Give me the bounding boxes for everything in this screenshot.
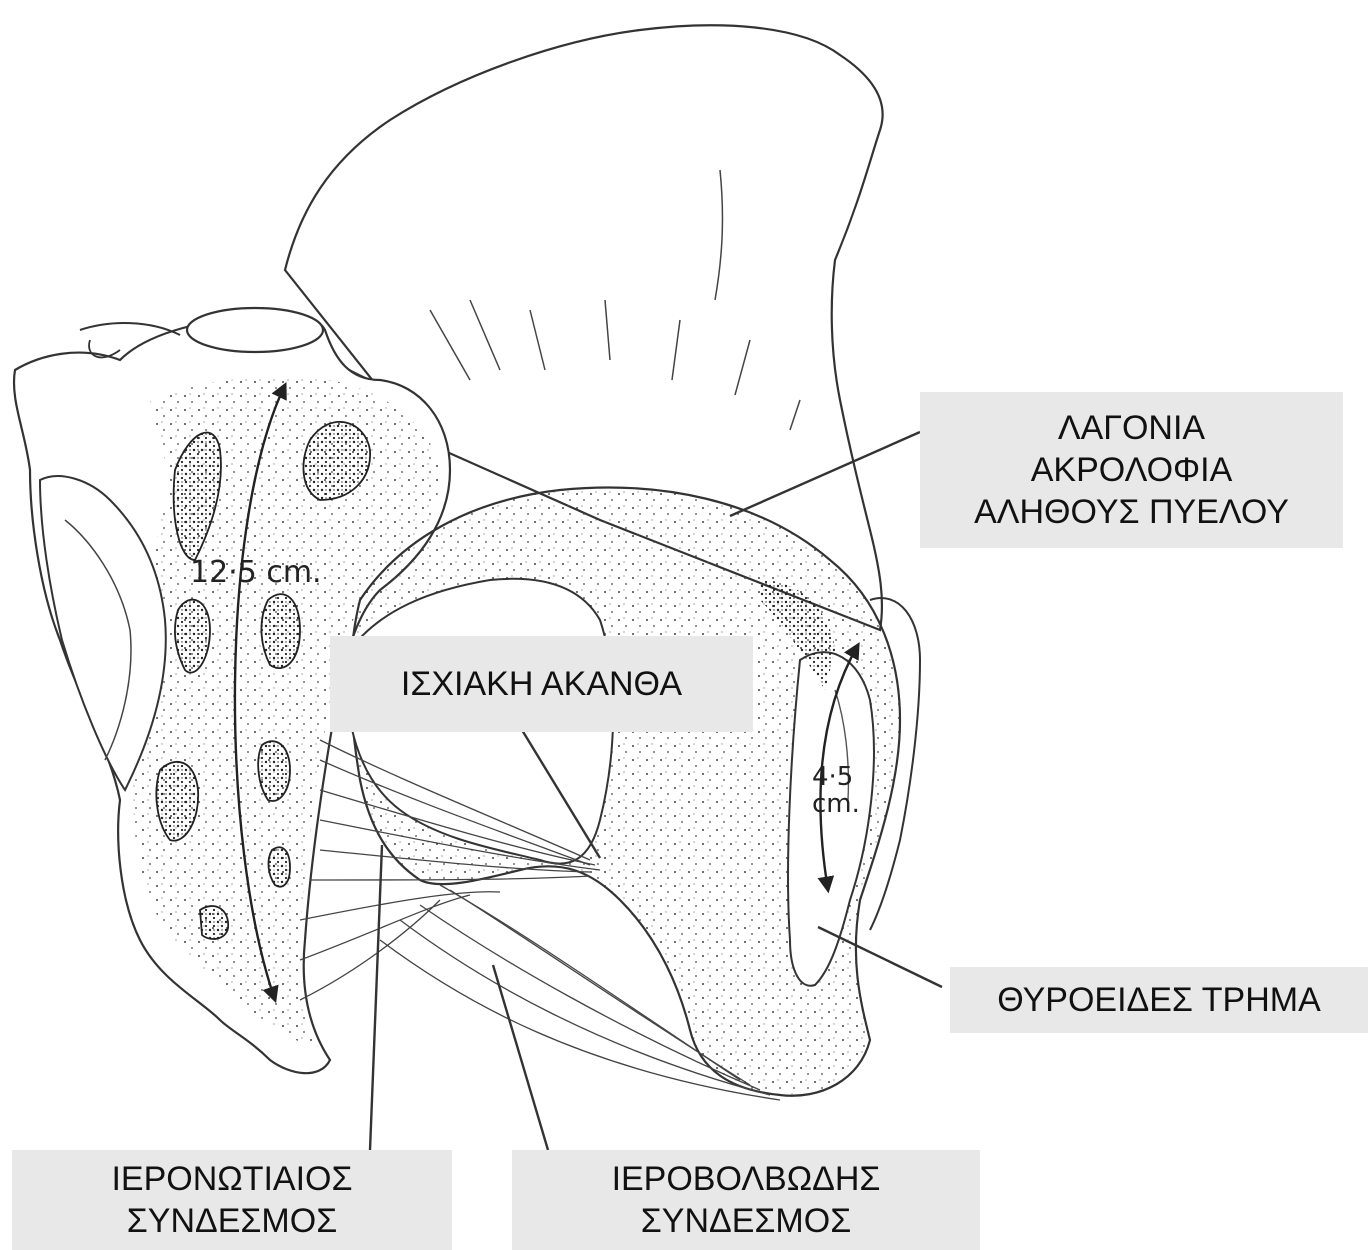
- iliac-crest-label: ΛΑΓΟΝΙΑ ΑΚΡΟΛΟΦΙΑ ΑΛΗΘΟΥΣ ΠΥΕΛΟΥ: [920, 392, 1343, 548]
- ischial-spine-label: ΙΣΧΙΑΚΗ ΑΚΑΝΘΑ: [330, 636, 753, 732]
- leader-sacrotuberous: [370, 845, 382, 1150]
- sacrospinous-line-1: ΙΕΡΟΒΟΛΒΩΔΗΣ: [612, 1158, 881, 1200]
- pubic-measure-unit: cm.: [812, 789, 860, 819]
- sacrotuberous-line-1: ΙΕΡΟΝΩΤΙΑΙΟΣ: [111, 1158, 352, 1200]
- pubic-measure-value: 4·5: [812, 762, 853, 792]
- ischial-spine-text: ΙΣΧΙΑΚΗ ΑΚΑΝΘΑ: [401, 663, 682, 705]
- obturator-foramen-label: ΘΥΡΟΕΙΔΕΣ ΤΡΗΜΑ: [950, 967, 1368, 1033]
- sacrospinous-ligament-label: ΙΕΡΟΒΟΛΒΩΔΗΣ ΣΥΝΔΕΣΜΟΣ: [512, 1150, 980, 1250]
- sacrotuberous-line-2: ΣΥΝΔΕΣΜΟΣ: [127, 1200, 337, 1242]
- iliac-crest-line-3: ΑΛΗΘΟΥΣ ΠΥΕΛΟΥ: [974, 491, 1289, 533]
- iliac-crest-line-1: ΛΑΓΟΝΙΑ: [1058, 407, 1205, 449]
- obturator-foramen-text: ΘΥΡΟΕΙΔΕΣ ΤΡΗΜΑ: [997, 979, 1321, 1021]
- iliac-crest-line-2: ΑΚΡΟΛΟΦΙΑ: [1031, 449, 1233, 491]
- leader-sacrospinous: [493, 965, 548, 1150]
- sacrotuberous-ligament-label: ΙΕΡΟΝΩΤΙΑΙΟΣ ΣΥΝΔΕΣΜΟΣ: [12, 1150, 452, 1250]
- sacrospinous-line-2: ΣΥΝΔΕΣΜΟΣ: [641, 1200, 851, 1242]
- sacrum-length-text: 12·5 cm.: [190, 555, 322, 590]
